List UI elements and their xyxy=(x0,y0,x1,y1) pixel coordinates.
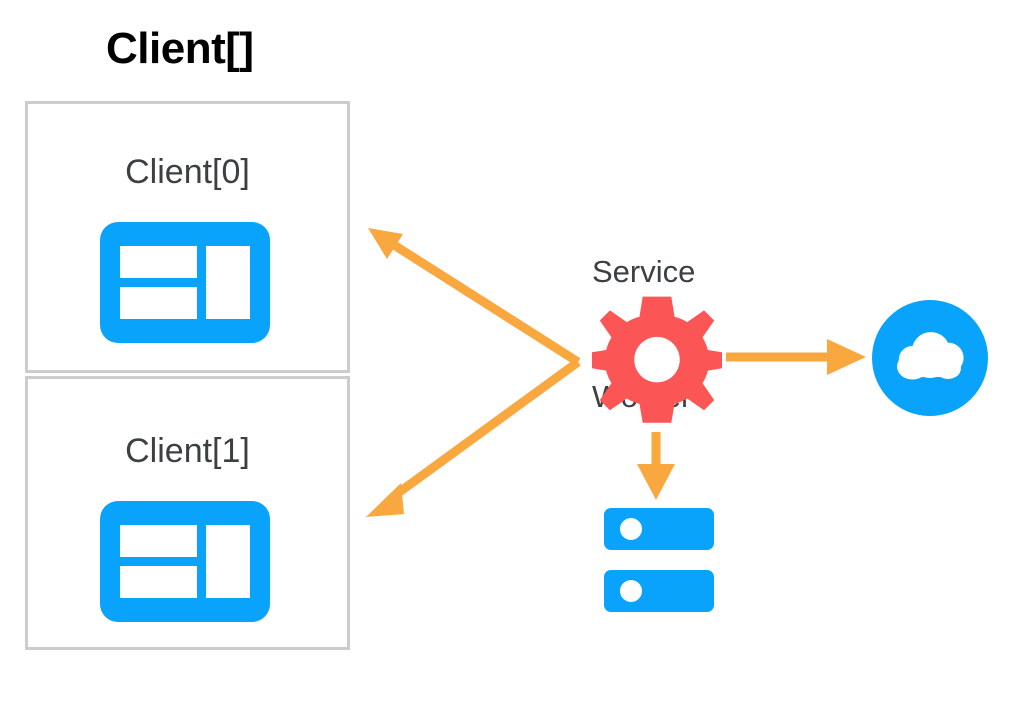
browser-icon-side-pane xyxy=(206,525,250,598)
browser-icon-pane-bottom xyxy=(120,566,197,598)
database-bar-bottom xyxy=(604,570,714,612)
database-indicator-dot xyxy=(620,518,642,540)
browser-icon-pane-top xyxy=(120,246,197,278)
database-indicator-dot xyxy=(620,580,642,602)
arrow-sw-to-client1 xyxy=(366,358,581,517)
page-title: Client[] xyxy=(106,24,254,73)
client-0-label: Client[0] xyxy=(125,153,250,191)
browser-window-icon xyxy=(100,501,270,622)
browser-icon-pane-bottom xyxy=(120,287,197,319)
service-worker-label-line1: Service xyxy=(592,254,696,290)
browser-window-icon xyxy=(100,222,270,343)
database-icon xyxy=(604,508,714,612)
arrow-sw-to-client0 xyxy=(368,228,581,366)
gear-icon xyxy=(586,294,728,424)
database-bar-top xyxy=(604,508,714,550)
browser-icon-left-panes xyxy=(120,246,197,319)
client-1-label: Client[1] xyxy=(125,432,250,470)
cloud-icon xyxy=(872,300,988,416)
arrow-sw-to-cloud xyxy=(726,339,866,375)
browser-icon-side-pane xyxy=(206,246,250,319)
browser-icon-left-panes xyxy=(120,525,197,598)
browser-icon-pane-top xyxy=(120,525,197,557)
